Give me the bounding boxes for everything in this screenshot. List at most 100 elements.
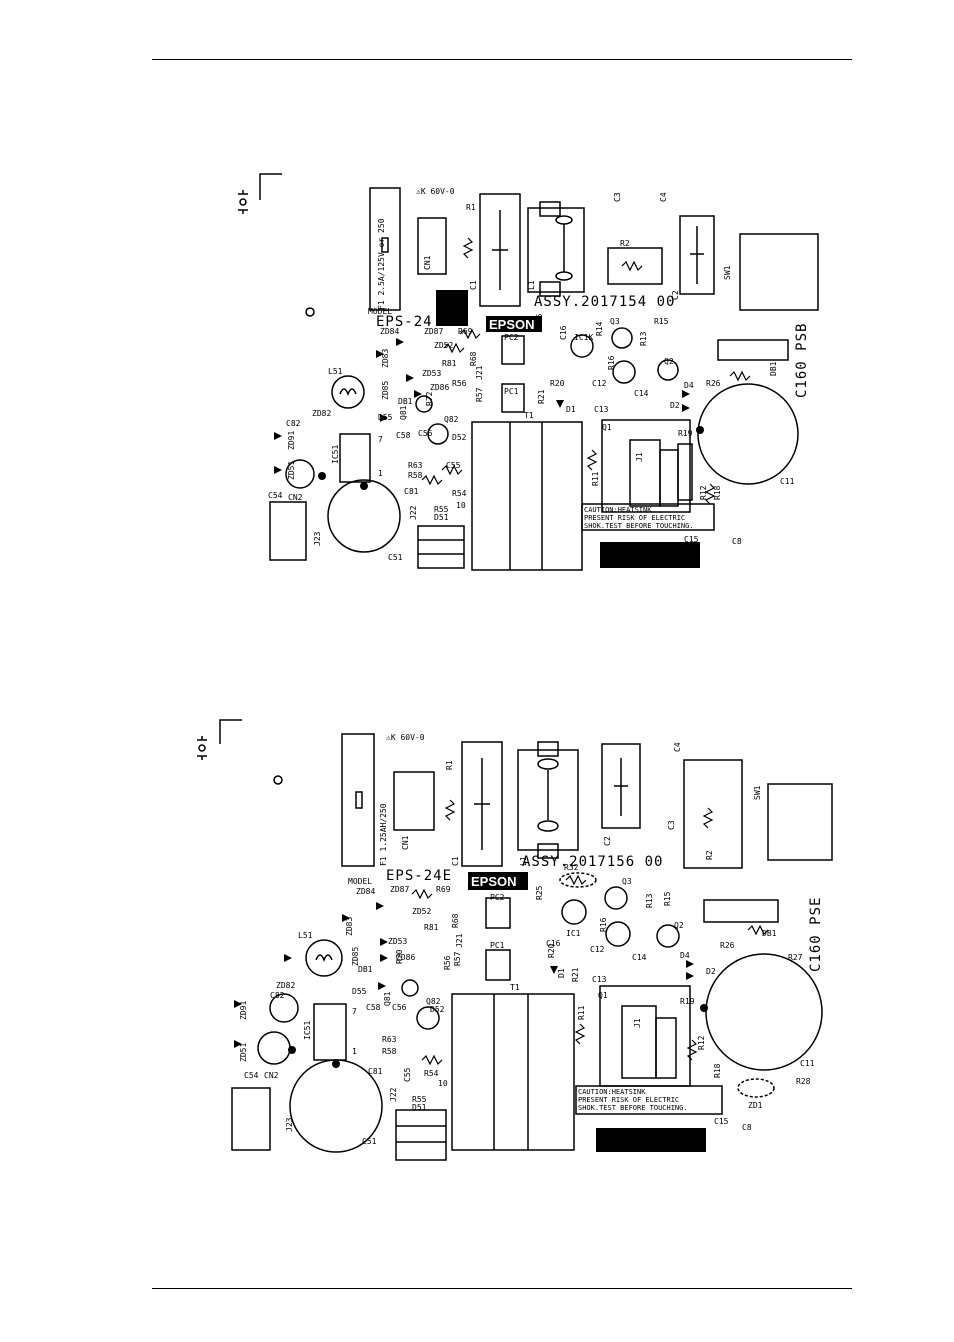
ref-q2: Q2 [664,357,674,366]
mounting-hole-icon [273,775,283,785]
ref-zd82: ZD82 [312,409,331,418]
ref-d55: D55 [352,987,367,996]
ref-j22: J22 [409,505,418,520]
ref-c58: C58 [396,431,411,440]
ref-zd83: ZD83 [381,349,390,368]
ref-c4: C4 [659,192,668,202]
transistor-q81 [401,979,419,997]
ref-j23: J23 [313,531,322,546]
transistor-q82 [427,423,449,445]
capacitor-c12 [605,921,631,947]
ref-r55: R55 [434,505,449,514]
ref-c54: C54 [268,491,283,500]
ref-q1: Q1 [602,423,612,432]
ref-q81: Q81 [399,405,408,420]
ref-r21: R21 [571,967,580,982]
capacitor-c12 [612,360,636,384]
ref-zd82: ZD82 [276,981,295,990]
ref-d2: D2 [670,401,680,410]
ref-zd86: ZD86 [396,953,415,962]
ref-d1: D1 [566,405,576,414]
ref-j1: J1 [635,452,644,462]
ref-r69: R69 [436,885,451,894]
pcb-layout-eps-24: ⚠K 60V-0 F1 2.5A/125V or 250 MODEL EPS-2… [190,150,830,580]
ref-zd85: ZD85 [381,381,390,400]
ref-r14: R14 [595,321,604,336]
brand-name: EPSON [471,874,517,889]
ref-c2: C2 [603,836,612,846]
ref-r11: R11 [591,471,600,486]
ref-r11: R11 [577,1005,586,1020]
optional-zd1 [737,1078,775,1098]
ref-r21: R21 [537,389,546,404]
line-filter-l1 [517,749,579,851]
ref-l51: L51 [328,367,343,376]
ref-c81: C81 [368,1067,383,1076]
ref-c16: C16 [546,939,561,948]
transistor-q3 [604,886,628,910]
caution-line-2: PRESENT RISK OF ELECTRIC [578,1096,679,1104]
capacitor-c54-round [257,1031,291,1065]
ref-r55: R55 [412,1095,427,1104]
optional-r32 [559,872,597,888]
ref-j1: J1 [633,1018,642,1028]
cert-mark: ⚠K 60V-0 [416,187,455,196]
inlet-connector-cn1 [393,771,435,831]
ref-c16: C16 [559,325,568,340]
black-label-block [596,1128,706,1152]
ref-t1: T1 [524,411,534,420]
ref-zd87: ZD87 [424,327,443,336]
model-label: MODEL [368,307,392,316]
capacitor-c11 [697,383,799,485]
ref-zd83: ZD83 [345,917,354,936]
diode-d51-block [395,1109,447,1161]
ref-sw1: SW1 [753,785,762,800]
ref-zd91: ZD91 [287,431,296,450]
bridge-db1 [703,899,779,923]
ref-r56: R56 [443,955,452,970]
model-label: MODEL [348,877,372,886]
ref-db1: DB1 [762,929,777,938]
ref-r32: R32 [564,863,579,872]
ref-zd85: ZD85 [351,947,360,966]
ref-r19: R19 [678,429,693,438]
ref-db81: DB1 [398,397,413,406]
ref-c8: C8 [742,1123,752,1132]
ic-ic1 [561,899,587,925]
caution-line-1: CAUTION:HEATSINK [584,506,652,514]
pin-1: 1 [352,1047,357,1056]
component-reference-labels: CN1 C1 R1 L1 C2 C3 C4 R2 SW1 DB1 C11 Q1 … [239,742,815,1146]
model-name: EPS-24 [376,314,433,330]
footer-rule [152,1288,852,1289]
ref-zd84: ZD84 [356,887,375,896]
pin-10: 10 [438,1079,448,1088]
pin-7: 7 [352,1007,357,1016]
ref-c54: C54 [244,1071,259,1080]
caution-label-box [575,1085,723,1115]
resistor-symbols [411,799,769,1066]
ref-q82: Q82 [444,415,459,424]
ground-symbol-icon [238,173,282,214]
ref-ic1: IC1 [566,929,581,938]
fuse-icon [381,237,389,253]
ref-d2: D2 [706,967,716,976]
pin-10: 10 [456,501,466,510]
capacitor-c2 [679,215,715,295]
pcb-drawing: ⚠K 60V-0 F1 2.5A/125V or 250 MODEL EPS-2… [238,173,819,571]
ref-r57: R57 [453,951,462,966]
ref-q81: Q81 [383,991,392,1006]
ref-zd51: ZD51 [287,461,296,480]
ref-c56: C56 [418,429,433,438]
diode-d51-block [417,525,465,569]
ref-db1: DB1 [769,361,778,376]
caution-line-1: CAUTION:HEATSINK [578,1088,646,1096]
ref-r54: R54 [424,1069,439,1078]
ref-c3: C3 [613,192,622,202]
ref-c13: C13 [594,405,609,414]
regulator-ic51 [339,433,371,483]
ref-r2: R2 [705,850,714,860]
resistor-r2 [607,247,663,285]
ref-r72: R72 [425,391,434,406]
transistor-q3 [611,327,633,349]
ref-r56: R56 [452,379,467,388]
